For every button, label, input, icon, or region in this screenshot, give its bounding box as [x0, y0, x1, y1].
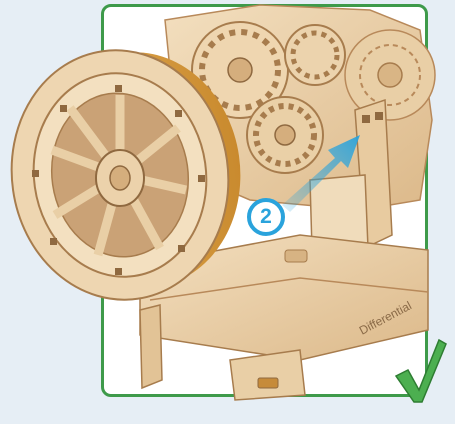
step-number-badge: 2 [247, 198, 285, 236]
green-checkmark-icon [392, 336, 448, 406]
